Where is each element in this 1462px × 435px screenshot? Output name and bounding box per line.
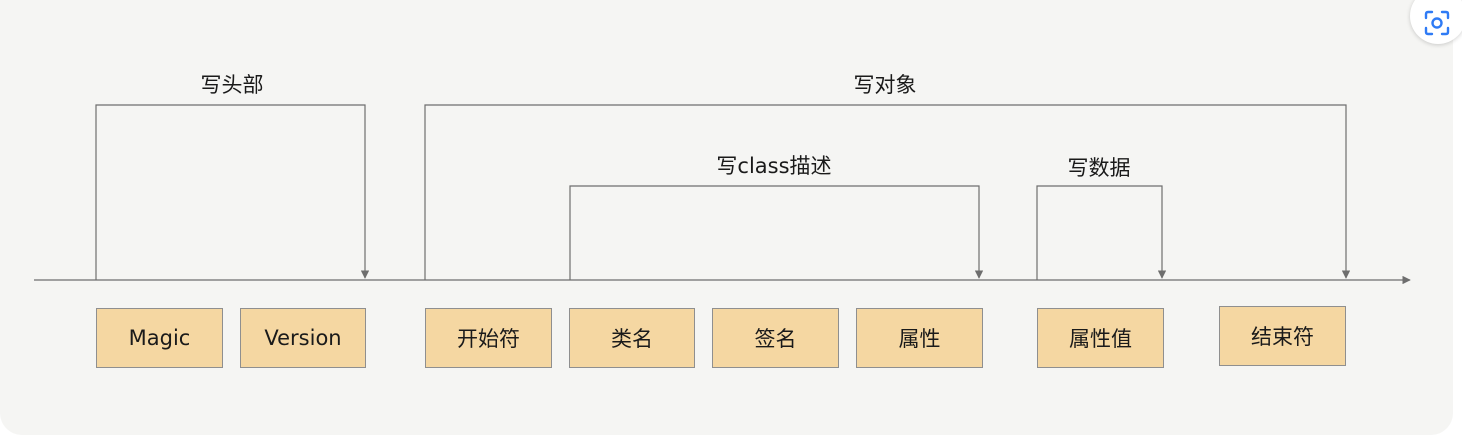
field-version: Version <box>240 308 366 368</box>
field-signature: 签名 <box>712 308 839 368</box>
field-attribute-value: 属性值 <box>1037 308 1164 368</box>
scan-text-icon <box>1424 10 1450 36</box>
data-bracket <box>1036 185 1167 280</box>
class-desc-bracket <box>569 185 984 280</box>
field-magic: Magic <box>96 308 223 368</box>
class-desc-bracket-label: 写class描述 <box>716 154 832 178</box>
header-bracket <box>95 104 370 280</box>
data-bracket-label: 写数据 <box>1067 156 1131 180</box>
object-bracket-label: 写对象 <box>853 73 917 97</box>
field-class-name: 类名 <box>569 308 695 368</box>
object-bracket <box>424 104 1351 280</box>
field-end-marker: 结束符 <box>1219 306 1346 366</box>
header-bracket-label: 写头部 <box>200 73 264 97</box>
field-attribute: 属性 <box>856 308 983 368</box>
field-start-marker: 开始符 <box>425 308 552 368</box>
scan-text-button[interactable] <box>1410 0 1462 44</box>
